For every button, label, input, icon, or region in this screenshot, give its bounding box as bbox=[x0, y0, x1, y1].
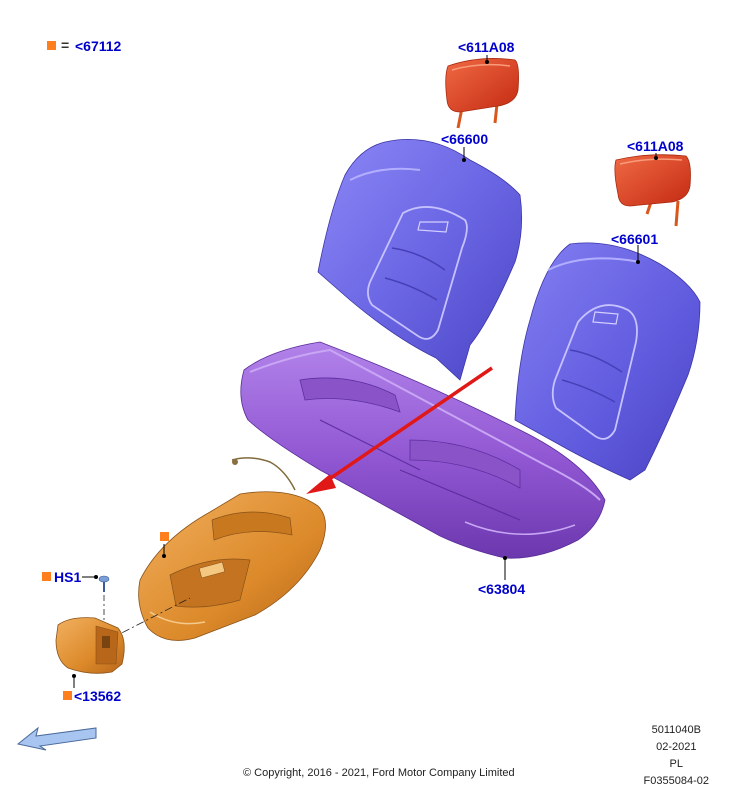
leader-dot bbox=[162, 554, 166, 558]
drawing-date: 02-2021 bbox=[656, 741, 697, 753]
screw bbox=[98, 575, 110, 592]
callout-cushion[interactable]: <63804 bbox=[478, 581, 525, 597]
leader-dot bbox=[503, 556, 507, 560]
bracket-marker bbox=[63, 691, 72, 700]
back-navigation-arrow-icon[interactable] bbox=[16, 726, 97, 751]
leader-dot bbox=[636, 260, 640, 264]
callout-headrest-left[interactable]: <611A08 bbox=[458, 39, 515, 55]
drawing-code: 5011040B bbox=[651, 724, 701, 736]
copyright-text: © Copyright, 2016 - 2021, Ford Motor Com… bbox=[243, 767, 515, 779]
legend-equals: = bbox=[61, 37, 69, 53]
leader-dot bbox=[485, 60, 489, 64]
legend-code[interactable]: <67112 bbox=[75, 38, 122, 54]
callout-backrest-right[interactable]: <66601 bbox=[611, 231, 658, 247]
drawing-figure: F0355084-02 bbox=[643, 775, 709, 787]
leader-dot bbox=[654, 156, 658, 160]
drawing-info: 5011040B 02-2021 PL F0355084-02 bbox=[644, 722, 709, 790]
backrest-right bbox=[514, 242, 701, 481]
seat-cushion bbox=[240, 341, 606, 559]
hs1-marker bbox=[42, 572, 51, 581]
drawing-lang: PL bbox=[669, 758, 683, 770]
bracket bbox=[55, 617, 125, 674]
callout-hs1[interactable]: HS1 bbox=[54, 569, 81, 585]
headrest-right bbox=[614, 154, 691, 227]
removal-arrow bbox=[306, 366, 493, 494]
headrest-left bbox=[445, 58, 519, 129]
leader-dot bbox=[462, 158, 466, 162]
leader-dot bbox=[94, 575, 98, 579]
callout-backrest-left[interactable]: <66600 bbox=[441, 131, 488, 147]
dash-dot-line bbox=[107, 597, 191, 641]
legend-marker bbox=[47, 41, 56, 50]
armrest-marker bbox=[160, 532, 169, 541]
callout-headrest-right[interactable]: <611A08 bbox=[627, 138, 684, 154]
callout-bracket[interactable]: <13562 bbox=[74, 688, 121, 704]
backrest-left bbox=[317, 139, 523, 381]
leader-dot bbox=[72, 674, 76, 678]
armrest bbox=[138, 457, 326, 641]
